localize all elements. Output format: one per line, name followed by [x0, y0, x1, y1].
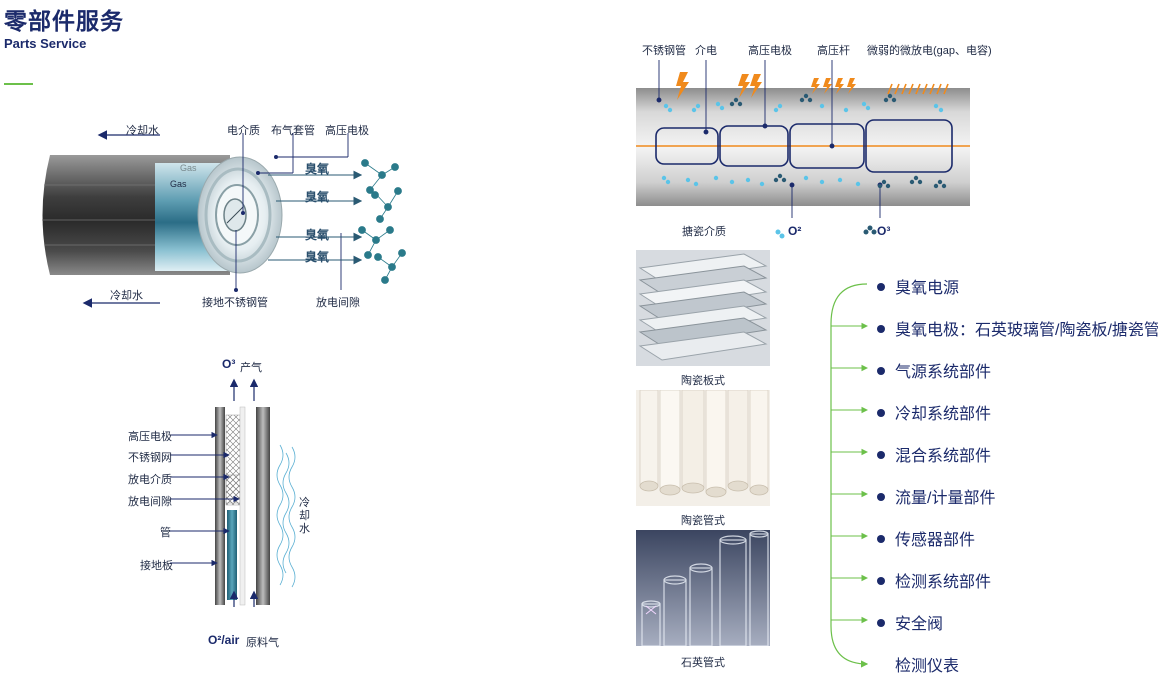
label-dielectric: 电介质 — [227, 125, 260, 137]
part-item-gas-source: 气源系统部件 — [877, 358, 991, 382]
label-hv-electrode: 高压电极 — [325, 125, 369, 137]
label-hv-electrode-2: 高压电极 — [128, 431, 172, 443]
label-o2-air: O²/air — [208, 633, 240, 647]
bullet-dot — [877, 367, 885, 375]
label-gas-inner: Gas — [170, 179, 187, 189]
part-item-safety-valve: 安全阀 — [877, 610, 943, 634]
label-hv-rod: 高压杆 — [817, 45, 850, 57]
label-cooling-water-top: 冷却水 — [126, 125, 159, 137]
caption-quartz-tube: 石英管式 — [681, 657, 725, 669]
label-hv-electrode-3: 高压电极 — [748, 45, 792, 57]
quartz-tube-photo — [636, 530, 770, 646]
caption-ceramic-tube: 陶瓷管式 — [681, 515, 725, 527]
label-discharge-medium: 放电介质 — [128, 474, 172, 486]
page-title: 零部件服务 — [4, 8, 124, 34]
label-cooling-water-bottom: 冷却水 — [110, 290, 143, 302]
label-ozone-4: 臭氧 — [305, 250, 330, 264]
ceramic-plate-photo — [636, 250, 770, 366]
label-o3-top: O³ — [222, 357, 236, 371]
label-o2: O² — [788, 224, 802, 238]
caption-ceramic-plate: 陶瓷板式 — [681, 375, 725, 387]
label-gas-outer: Gas — [180, 163, 197, 173]
accent-line — [4, 83, 33, 85]
part-item-mixing: 混合系统部件 — [877, 442, 991, 466]
bullet-dot — [877, 619, 885, 627]
bullet-dot — [877, 409, 885, 417]
bullet-dot — [877, 283, 885, 291]
page-subtitle: Parts Service — [4, 36, 87, 51]
label-dielectric-3: 介电 — [695, 45, 717, 57]
part-item-cooling: 冷却系统部件 — [877, 400, 991, 424]
part-item-detection: 检测系统部件 — [877, 568, 991, 592]
bullet-dot — [877, 325, 885, 333]
bullet-dot — [877, 577, 885, 585]
part-item-ozone-power: 臭氧电源 — [877, 274, 959, 298]
ozone-tube-diagram — [42, 130, 406, 308]
part-item-ozone-electrode: 臭氧电极：石英玻璃管/陶瓷板/搪瓷管 — [877, 316, 1158, 340]
label-tube: 管 — [160, 527, 171, 539]
label-steel-mesh: 不锈钢网 — [128, 452, 172, 464]
part-item-flow-metering: 流量/计量部件 — [877, 484, 995, 508]
label-discharge-gap-2: 放电间隙 — [128, 496, 172, 508]
label-ground-tube: 接地不锈钢管 — [202, 297, 268, 309]
bullet-dot — [877, 535, 885, 543]
label-ozone-2: 臭氧 — [305, 190, 330, 204]
bullet-dot — [877, 451, 885, 459]
label-enamel-medium: 搪瓷介质 — [682, 226, 726, 238]
parts-bracket — [830, 283, 869, 668]
label-ground-plate: 接地板 — [140, 560, 173, 572]
ceramic-tube-photo — [636, 390, 770, 506]
label-o3: O³ — [877, 224, 891, 238]
label-gas-sleeve: 布气套管 — [271, 125, 315, 137]
micro-discharge-diagram — [636, 60, 970, 239]
label-ozone-1: 臭氧 — [305, 162, 330, 176]
part-item-sensor: 传感器部件 — [877, 526, 975, 550]
label-micro-discharge: 微弱的微放电(gap、电容) — [867, 45, 992, 57]
label-cooling-water-vertical: 冷却水 — [299, 497, 310, 535]
plate-structure-diagram — [170, 378, 296, 607]
bullet-dot — [877, 493, 885, 501]
part-item-instruments: 检测仪表 — [895, 658, 960, 675]
label-stainless-tube: 不锈钢管 — [642, 45, 686, 57]
label-raw-gas: 原料气 — [246, 637, 279, 649]
label-discharge-gap: 放电间隙 — [316, 297, 360, 309]
label-ozone-3: 臭氧 — [305, 228, 330, 242]
label-product-gas: 产气 — [240, 362, 262, 374]
